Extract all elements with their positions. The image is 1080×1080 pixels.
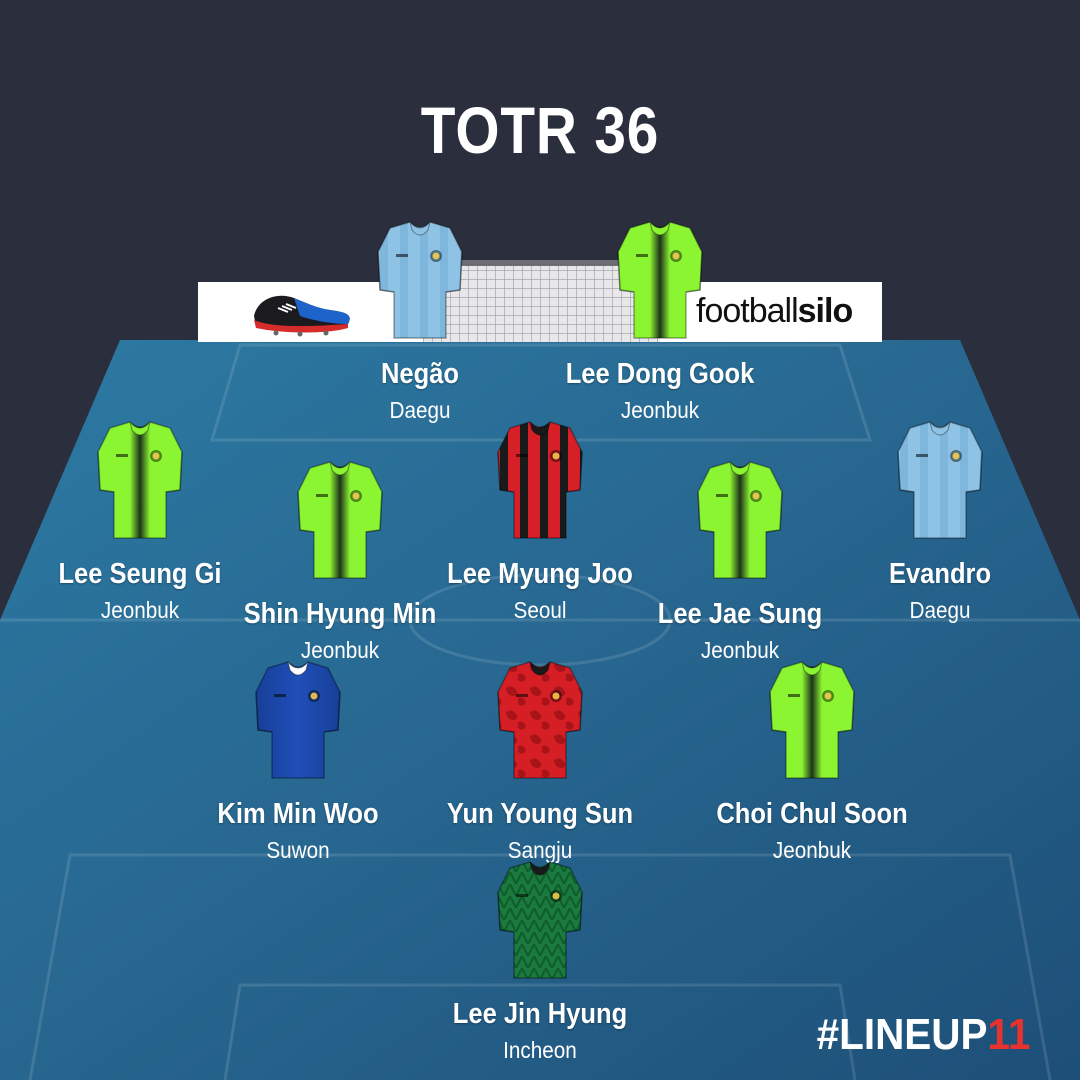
football-boot-icon: [254, 295, 350, 337]
jersey-icon: [290, 220, 550, 344]
hashtag-prefix: #LINEUP: [816, 1010, 988, 1059]
player-club: Sangju: [507, 837, 573, 863]
jersey-icon: [410, 860, 670, 984]
jersey-icon: [410, 420, 670, 544]
player-club: Seoul: [513, 597, 567, 623]
sponsor-text-main: football: [696, 292, 799, 330]
player-name: Evandro: [888, 558, 992, 590]
sponsor-left-banner: [198, 282, 423, 342]
player-name: Lee Myung Joo: [447, 558, 633, 590]
sponsor-right-banner: footballsilo: [660, 282, 882, 342]
player-name: Negão: [380, 358, 459, 390]
jersey-icon: [410, 660, 670, 784]
footballsilo-logo: footballsilo: [696, 292, 854, 331]
player-name: Lee Seung Gi: [58, 558, 222, 590]
player-club: Daegu: [389, 397, 451, 423]
player-card: Lee Seung Gi Jeonbuk: [10, 420, 270, 624]
player-club: Jeonbuk: [100, 597, 180, 623]
hashtag-logo: #LINEUP11: [816, 1010, 1030, 1060]
jersey-icon: [810, 420, 1070, 544]
player-club: Jeonbuk: [772, 837, 852, 863]
sponsor-text-bold: silo: [797, 292, 854, 330]
player-club: Jeonbuk: [700, 637, 780, 663]
player-name: Lee Dong Gook: [565, 358, 755, 390]
player-name: Choi Chul Soon: [716, 798, 908, 830]
player-name: Shin Hyung Min: [243, 598, 437, 630]
jersey-icon: [10, 420, 270, 544]
player-name: Lee Jae Sung: [657, 598, 823, 630]
player-name: Lee Jin Hyung: [452, 998, 628, 1030]
jersey-icon: [682, 660, 942, 784]
jersey-icon: [530, 220, 790, 344]
jersey-icon: [610, 460, 870, 584]
hashtag-number: 11: [987, 1010, 1030, 1059]
player-name: Yun Young Sun: [446, 798, 634, 830]
jersey-icon: [168, 660, 428, 784]
jersey-icon: [210, 460, 470, 584]
player-name: Kim Min Woo: [217, 798, 379, 830]
page-title: TOTR 36: [420, 93, 660, 167]
player-club: Suwon: [266, 837, 330, 863]
player-club: Incheon: [503, 1037, 577, 1063]
player-club: Jeonbuk: [620, 397, 700, 423]
player-club: Jeonbuk: [300, 637, 380, 663]
player-club: Daegu: [909, 597, 971, 623]
